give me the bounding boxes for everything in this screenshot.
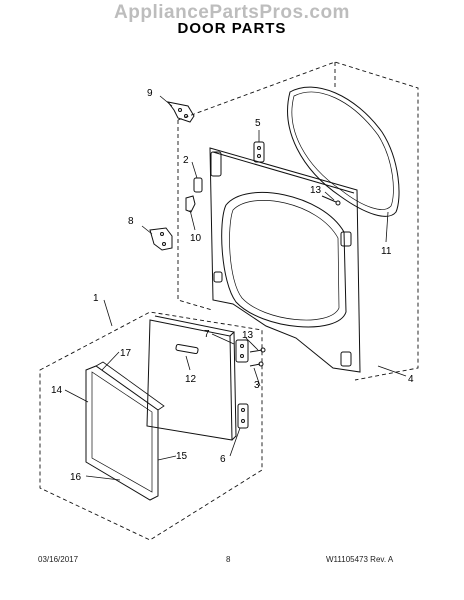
door-panel-part-12	[146, 315, 237, 441]
footer-date: 03/16/2017	[38, 555, 79, 564]
leader-lines	[64, 95, 407, 481]
callout-3: 3	[254, 380, 260, 391]
hinge-bracket-part-9	[166, 101, 195, 123]
callout-10: 10	[190, 233, 202, 244]
hinge-part-6	[237, 403, 249, 429]
callout-7: 7	[204, 329, 210, 340]
callout-11: 11	[381, 246, 392, 257]
screw-part-13-bottom	[249, 347, 266, 353]
footer-page: 8	[226, 555, 231, 564]
callout-13a: 13	[310, 185, 322, 196]
callout-2: 2	[183, 155, 189, 166]
callout-9: 9	[147, 88, 153, 99]
callout-5: 5	[255, 118, 261, 129]
watermark: AppliancePartsPros.com	[114, 2, 350, 23]
callout-14: 14	[51, 385, 63, 396]
door-assembly-outline-part-1	[39, 311, 263, 541]
callout-16: 16	[70, 472, 82, 483]
callout-8: 8	[128, 216, 134, 227]
screw-part-13-top	[321, 195, 341, 206]
page-title: DOOR PARTS	[177, 20, 287, 37]
screw-part-3	[249, 361, 264, 367]
inner-frame-parts-14-17	[85, 361, 165, 501]
callout-13b: 13	[242, 330, 254, 341]
callout-4: 4	[408, 374, 414, 385]
footer-part-rev: W11105473 Rev. A	[326, 555, 394, 564]
callout-1: 1	[93, 293, 99, 304]
callout-17: 17	[120, 348, 132, 359]
cabinet-outline	[177, 61, 419, 381]
callout-6: 6	[220, 454, 226, 465]
latch-part-2	[193, 177, 203, 193]
front-panel-part-4	[209, 147, 361, 373]
hinge-part-7	[235, 339, 249, 363]
door-seal-part-11	[287, 86, 400, 217]
clip-part-10	[185, 195, 196, 213]
callout-15: 15	[176, 451, 188, 462]
strike-part-5	[253, 141, 265, 163]
hinge-part-8	[149, 227, 173, 251]
callout-12: 12	[185, 374, 197, 385]
